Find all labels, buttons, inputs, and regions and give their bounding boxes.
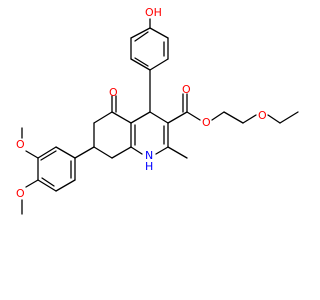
bond (134, 31, 149, 42)
bonds (21, 18, 299, 215)
chemical-structure-diagram: OH O O O O N H O O (16, 6, 299, 215)
bond (134, 57, 149, 67)
ketone-oxygen-label: O (109, 86, 118, 99)
bond (25, 150, 39, 159)
bond (149, 27, 169, 39)
bond (130, 58, 151, 71)
bond (74, 146, 95, 159)
bond (40, 150, 57, 161)
ester-oxygen-label: O (202, 116, 211, 129)
bond (130, 27, 151, 39)
bond (55, 179, 76, 192)
bond (93, 146, 113, 159)
bond (25, 179, 39, 188)
bond (186, 111, 201, 121)
bond (267, 114, 281, 124)
bond (111, 111, 132, 124)
bond (211, 111, 225, 121)
bond (93, 111, 113, 124)
bond (41, 177, 55, 187)
bond (37, 179, 57, 192)
bond (167, 111, 188, 124)
molecule-canvas: OH O O O O N H O O (16, 6, 299, 215)
bond (37, 146, 57, 159)
bond (149, 111, 169, 124)
bond (167, 146, 188, 159)
bond (149, 58, 169, 71)
ring-nitrogen-label: N (145, 149, 153, 162)
methoxy-oxygen-label: O (16, 187, 25, 200)
bond (130, 146, 143, 155)
bond (111, 146, 132, 159)
ester-carbonyl-oxygen-label: O (182, 83, 191, 96)
bond (155, 146, 169, 155)
bond (223, 111, 244, 124)
bond (55, 146, 76, 159)
ring-nh-hydrogen-label: H (145, 160, 153, 173)
bond (242, 114, 257, 124)
bond (130, 111, 151, 124)
bond (279, 111, 299, 124)
atom-labels: OH O O O O N H O O (16, 6, 267, 200)
ether-oxygen-label: O (258, 109, 267, 122)
hydroxyl-label: OH (145, 6, 162, 19)
methoxy-oxygen-label: O (16, 138, 25, 151)
